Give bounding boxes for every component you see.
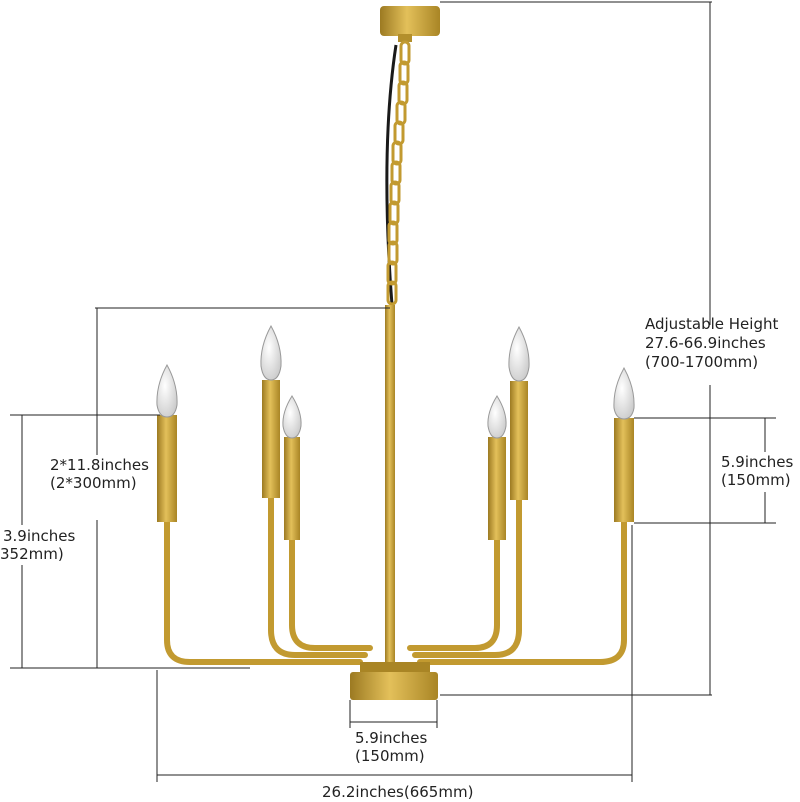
base-mm: (150mm) (355, 747, 425, 765)
adjustable-height-label: Adjustable Height 27.6-66.9inches (700-1… (645, 315, 778, 372)
center-rod (385, 305, 395, 675)
candle-sleeve-label: 5.9inches (150mm) (721, 453, 793, 489)
ceiling-canopy (380, 6, 440, 42)
rod-mm: (2*300mm) (50, 474, 137, 492)
base-inches: 5.9inches (355, 729, 428, 747)
chain (385, 40, 411, 306)
base-width-label: 5.9inches (150mm) (355, 729, 427, 765)
candle-sleeves (157, 380, 634, 540)
bulbs (156, 324, 635, 439)
adjustable-height-title: Adjustable Height (645, 315, 779, 333)
candle-sleeve-mm: (150mm) (721, 471, 791, 489)
body-height-inches: 3.9inches (3, 527, 76, 545)
adjustable-height-inches: 27.6-66.9inches (645, 334, 766, 352)
rod-length-label: 2*11.8inches (2*300mm) (50, 456, 149, 492)
body-height-mm: 352mm) (0, 545, 64, 563)
overall-width-label: 26.2inches(665mm) (322, 783, 474, 801)
arms (164, 495, 627, 665)
base-cup (350, 662, 438, 700)
candle-sleeve-inches: 5.9inches (721, 453, 794, 471)
body-height-label: 3.9inches 352mm) (0, 527, 76, 563)
rod-inches: 2*11.8inches (50, 456, 149, 474)
dimension-lines (10, 1, 776, 782)
adjustable-height-mm: (700-1700mm) (645, 353, 759, 371)
